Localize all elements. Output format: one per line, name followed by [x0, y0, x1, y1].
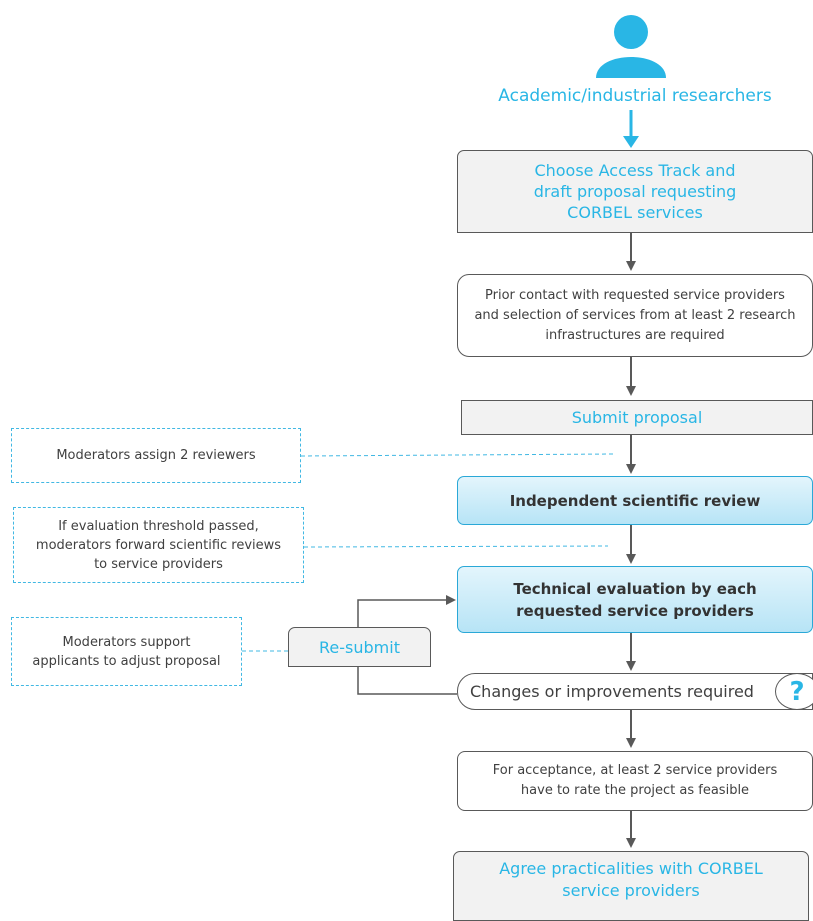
changes-box: Changes or improvements required: [457, 673, 813, 710]
agree-practicalities-text: Agree practicalities with CORBEL service…: [499, 859, 763, 900]
scientific-review-box: Independent scientific review: [457, 476, 813, 525]
scientific-review-text: Independent scientific review: [509, 491, 761, 510]
choose-access-track-box: Choose Access Track and draft proposal r…: [457, 150, 813, 233]
choose-access-track-text: Choose Access Track and draft proposal r…: [533, 161, 737, 222]
researchers-title: Academic/industrial researchers: [498, 86, 772, 106]
agree-practicalities-box: Agree practicalities with CORBEL service…: [453, 851, 809, 921]
note-forward-reviews-text: If evaluation threshold passed, moderato…: [35, 518, 282, 572]
resubmit-box: Re-submit: [288, 627, 431, 667]
acceptance-text: For acceptance, at least 2 service provi…: [492, 763, 778, 798]
submit-proposal-box: Submit proposal: [461, 400, 813, 435]
note-forward-reviews: If evaluation threshold passed, moderato…: [13, 507, 304, 583]
resubmit-text: Re-submit: [319, 637, 400, 657]
acceptance-box: For acceptance, at least 2 service provi…: [457, 751, 813, 811]
technical-evaluation-box: Technical evaluation by each requested s…: [457, 566, 813, 633]
note-connector-forward: [303, 545, 609, 548]
researcher-icon: [596, 14, 666, 78]
changes-text: Changes or improvements required: [470, 682, 754, 701]
note-assign-reviewers-text: Moderators assign 2 reviewers: [56, 448, 256, 463]
prior-contact-text: Prior contact with requested service pro…: [474, 287, 796, 343]
question-mark-text: ?: [789, 676, 805, 707]
technical-evaluation-text: Technical evaluation by each requested s…: [513, 579, 757, 620]
person-icon: [596, 15, 666, 78]
researcher-arrow-head: [623, 136, 639, 148]
note-support-applicants: Moderators support applicants to adjust …: [11, 617, 242, 686]
prior-contact-box: Prior contact with requested service pro…: [457, 274, 813, 357]
submit-proposal-text: Submit proposal: [571, 408, 703, 427]
note-connector-assign: [300, 453, 614, 457]
note-assign-reviewers: Moderators assign 2 reviewers: [11, 428, 301, 483]
question-mark-icon: ?: [775, 673, 813, 710]
note-support-applicants-text: Moderators support applicants to adjust …: [32, 634, 221, 669]
